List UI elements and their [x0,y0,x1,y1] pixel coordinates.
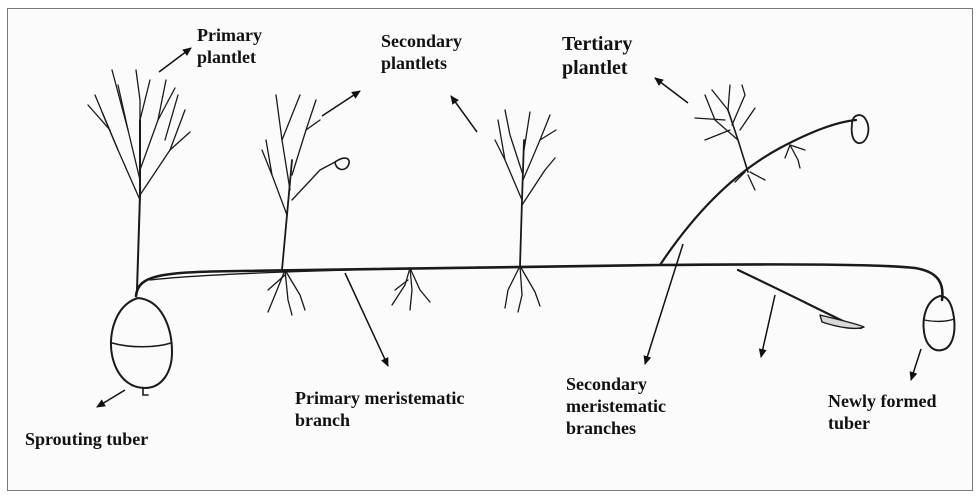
label-primary-plantlet-line2: plantlet [197,46,262,68]
arrow-tertiary-plantlet [655,78,688,103]
label-secondary-branches-line2: meristematic [566,395,666,417]
arrow-secondary-plantlet-2 [451,96,477,132]
arrow-primary-plantlet [159,48,191,72]
annotation-arrows [97,48,921,407]
secondary-plantlet-2 [495,110,556,312]
arrow-secondary-plantlet-1 [322,91,360,116]
label-sprouting-tuber: Sprouting tuber [25,428,148,450]
label-primary-plantlet-line1: Primary [197,24,262,46]
label-tertiary-plantlet-line1: Tertiary [562,32,632,56]
label-tertiary-plantlet: Tertiary plantlet [562,32,632,80]
label-primary-branch-line2: branch [295,409,464,431]
secondary-plantlet-1 [262,95,349,315]
label-secondary-plantlets-line1: Secondary [381,30,462,52]
label-primary-meristematic-branch: Primary meristematic branch [295,387,464,431]
sprouting-tuber [111,298,172,395]
secondary-meristematic-branches [660,120,864,328]
label-secondary-branches-line3: branches [566,417,666,439]
label-primary-branch-line1: Primary meristematic [295,387,464,409]
arrow-sprouting-tuber [97,390,125,407]
label-primary-plantlet: Primary plantlet [197,24,262,68]
label-secondary-branches-line1: Secondary [566,373,666,395]
label-newly-formed-tuber-line1: Newly formed [828,390,936,412]
primary-meristematic-branch-stem [136,264,942,300]
newly-formed-tuber [924,296,955,350]
label-secondary-plantlets-line2: plantlets [381,52,462,74]
arrow-primary-branch [345,273,388,366]
arrow-secondary-branches-2 [761,295,775,357]
arrow-newly-formed-tuber [911,349,921,380]
root-cluster [392,268,430,310]
primary-plantlet [88,70,190,290]
arrow-secondary-branches [645,244,683,364]
label-newly-formed-tuber-line2: tuber [828,412,936,434]
tertiary-plantlet [695,85,805,190]
label-secondary-plantlets: Secondary plantlets [381,30,462,74]
label-tertiary-plantlet-line2: plantlet [562,56,632,80]
label-secondary-meristematic-branches: Secondary meristematic branches [566,373,666,439]
label-newly-formed-tuber: Newly formed tuber [828,390,936,434]
